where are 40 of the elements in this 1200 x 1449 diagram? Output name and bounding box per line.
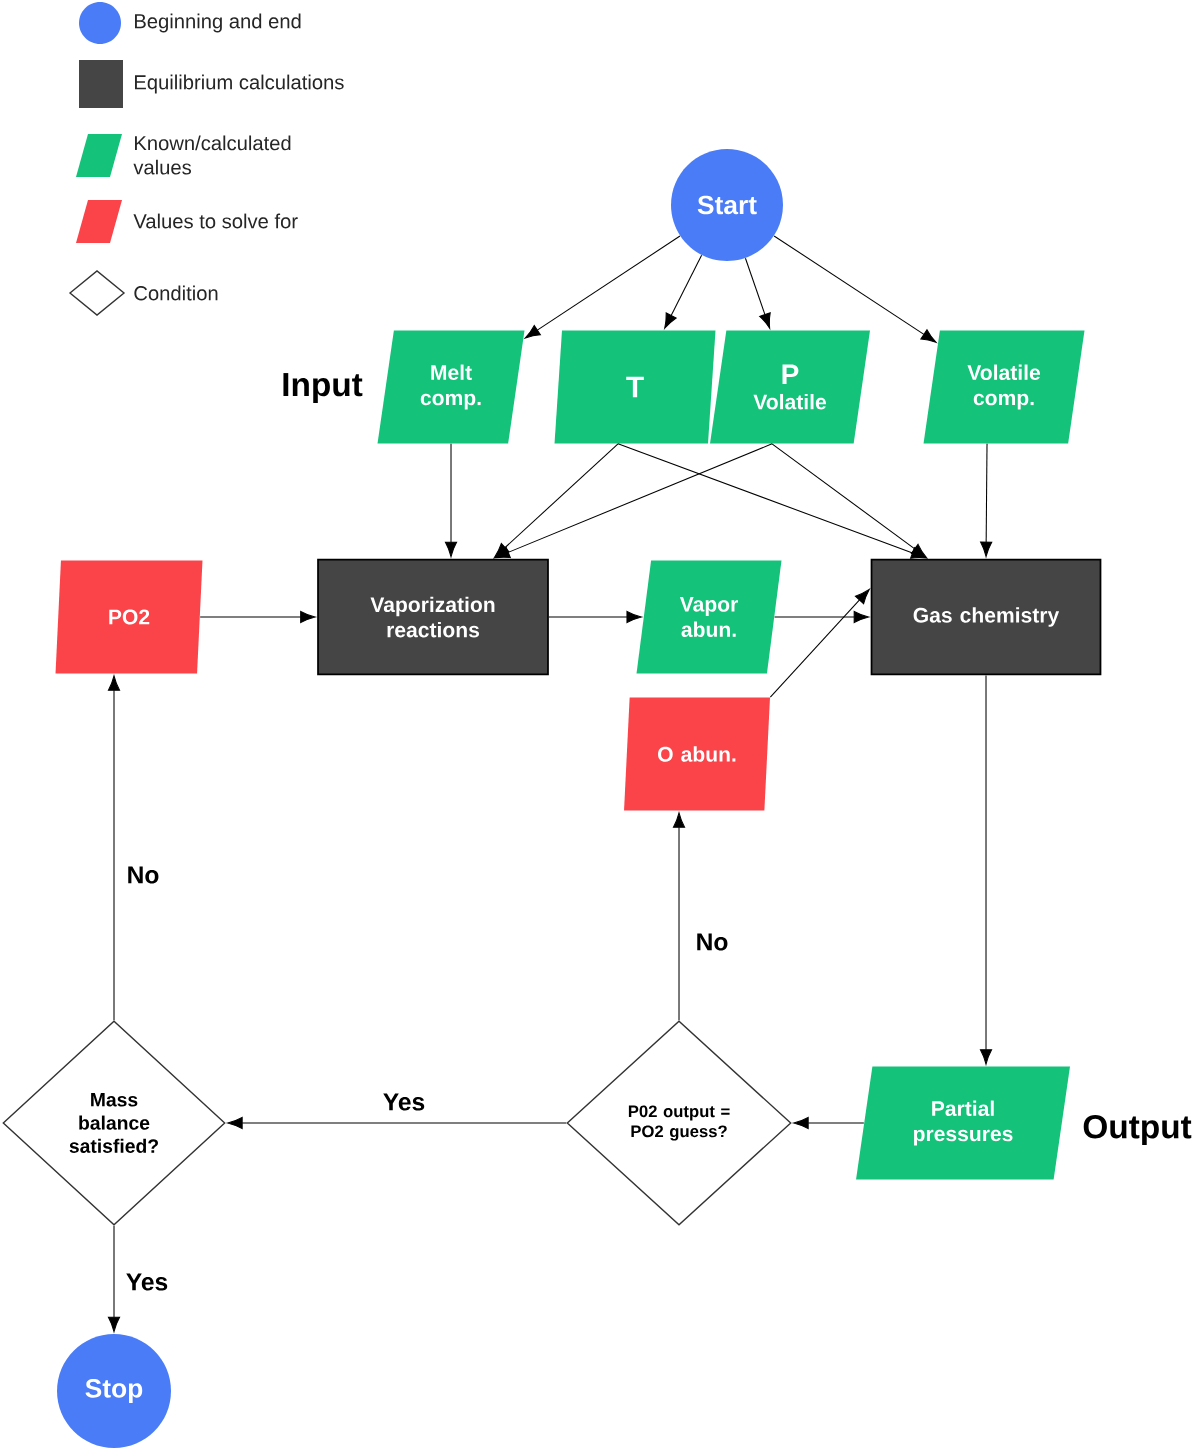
node-label: P (782, 364, 799, 384)
process-box: Gas chemistry (870, 558, 1102, 676)
data-parallelogram: Melt comp. (377, 330, 525, 444)
edge-label: No (697, 933, 728, 951)
arrow (773, 235, 937, 343)
arrow (524, 235, 681, 339)
arrow (979, 674, 993, 1065)
data-parallelogram: Partial pressures (856, 1066, 1070, 1180)
arrow (444, 443, 458, 558)
data-parallelogram: Vapor abun. (636, 560, 782, 674)
arrow (672, 812, 686, 1021)
legend-text: Values to solve for (133, 213, 298, 229)
arrow (744, 257, 771, 329)
arrow (107, 675, 121, 1021)
data-parallelogram: Volatile comp. (923, 330, 1085, 444)
legend-text: Equilibrium calculations (135, 74, 344, 94)
arrow (107, 1225, 121, 1333)
arrow (199, 610, 316, 624)
edge-label: Yes (126, 1273, 168, 1291)
data-parallelogram: PO2 (55, 560, 203, 674)
arrow (494, 443, 773, 559)
legend-text: Beginning and end (135, 13, 301, 33)
arrow (227, 1116, 567, 1130)
data-parallelogram: P Volatile (710, 330, 870, 444)
node-label: Volatile (753, 393, 826, 410)
edge-label: No (128, 866, 159, 884)
arrow (771, 443, 927, 558)
data-parallelogram: T (554, 330, 716, 444)
arrow (980, 443, 993, 558)
arrow (664, 254, 703, 329)
process-box: Vaporization reactions (317, 558, 549, 676)
arrow (769, 588, 870, 698)
legend-text: Condition (134, 285, 218, 301)
arrow (774, 610, 870, 624)
data-parallelogram: O abun. (624, 697, 770, 811)
arrow (617, 443, 927, 559)
edge-label: Yes (383, 1093, 425, 1111)
arrow (793, 1116, 865, 1130)
arrow (548, 610, 642, 624)
legend-text: Known/calculated values (133, 135, 291, 175)
